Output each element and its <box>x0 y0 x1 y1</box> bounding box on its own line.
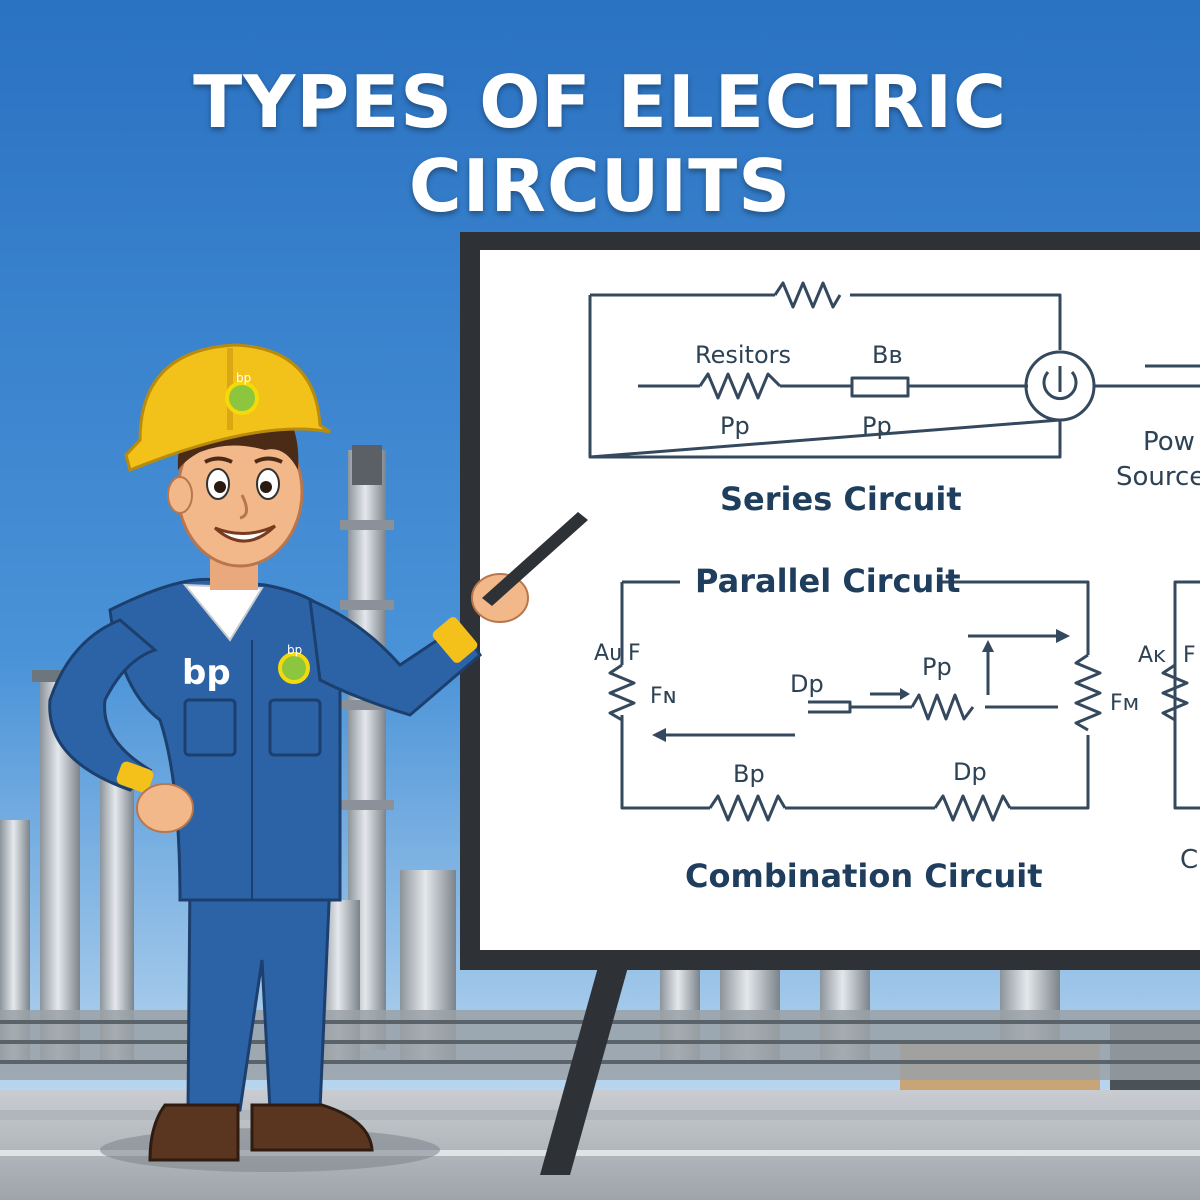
resistor-middle <box>910 693 975 721</box>
parallel-circuit-heading: Parallel Circuit <box>695 562 961 600</box>
page-title: TYPES OF ELECTRIC CIRCUITS <box>193 60 1007 228</box>
parallel-bp-label: Bp <box>733 760 765 788</box>
left-hand <box>136 783 194 833</box>
series-resistors-label: Resitors <box>695 341 791 369</box>
power-label-line2: Source <box>1116 462 1200 492</box>
right-boot <box>250 1103 374 1152</box>
whiteboard-leg <box>540 960 630 1175</box>
smile <box>213 524 277 543</box>
resistor-left <box>608 663 636 722</box>
combination-right-partial: C <box>1180 845 1198 875</box>
right-pocket <box>268 698 322 757</box>
series-p-label-2: Pp <box>862 412 892 440</box>
parallel-dp-bottom-label: Dp <box>953 758 987 786</box>
parallel-pp-label: Pp <box>922 653 952 681</box>
resistor-series-1 <box>698 372 782 400</box>
power-label-line1: Pow <box>1143 427 1195 457</box>
shirt-logo-text: bp <box>182 653 231 693</box>
battery-block <box>850 376 910 398</box>
series-b-label: Bʙ <box>872 341 902 369</box>
parallel-fm-label: Fᴍ <box>1110 691 1139 716</box>
helmet-bp-logo <box>225 381 259 415</box>
ear <box>167 476 193 514</box>
left-pocket <box>183 698 237 757</box>
parallel-fn-label: Fɴ <box>650 684 677 709</box>
parallel-f-label: F <box>628 641 641 666</box>
resistor-right <box>1074 653 1102 732</box>
whiteboard-surface <box>480 250 1200 950</box>
parallel-circuit-diagram: Parallel Circuit Aᴜ F Fɴ Dp Pp Fᴍ Bp Dp … <box>594 562 1200 822</box>
parallel-right-a-label: Aᴋ <box>1138 643 1166 668</box>
pointer-stick <box>482 512 588 606</box>
series-p-label-1: Pp <box>720 412 750 440</box>
resistor-bottom-1 <box>708 794 787 822</box>
series-circuit-diagram: Resitors Bʙ Pp Pp Pow Source Series Circ… <box>588 281 1200 518</box>
pocket-bp-logo <box>278 652 310 684</box>
combination-circuit-heading: Combination Circuit <box>685 857 1042 895</box>
helmet-logo-text: bp <box>236 371 251 385</box>
resistor-bottom-2 <box>933 794 1012 822</box>
whiteboard: Resitors Bʙ Pp Pp Pow Source Series Circ… <box>460 232 1200 970</box>
parallel-dp-label: Dp <box>790 670 824 698</box>
left-boot <box>148 1103 240 1162</box>
left-arm <box>48 618 158 792</box>
series-circuit-heading: Series Circuit <box>720 480 962 518</box>
pocket-logo-text: bp <box>287 643 302 657</box>
parallel-a-label: Aᴜ <box>594 641 622 666</box>
resistor-top <box>773 281 842 309</box>
parallel-right-f-label: F <box>1183 643 1196 668</box>
engineer-character: bp bp bp <box>48 343 588 1172</box>
power-source-symbol <box>1024 350 1096 422</box>
